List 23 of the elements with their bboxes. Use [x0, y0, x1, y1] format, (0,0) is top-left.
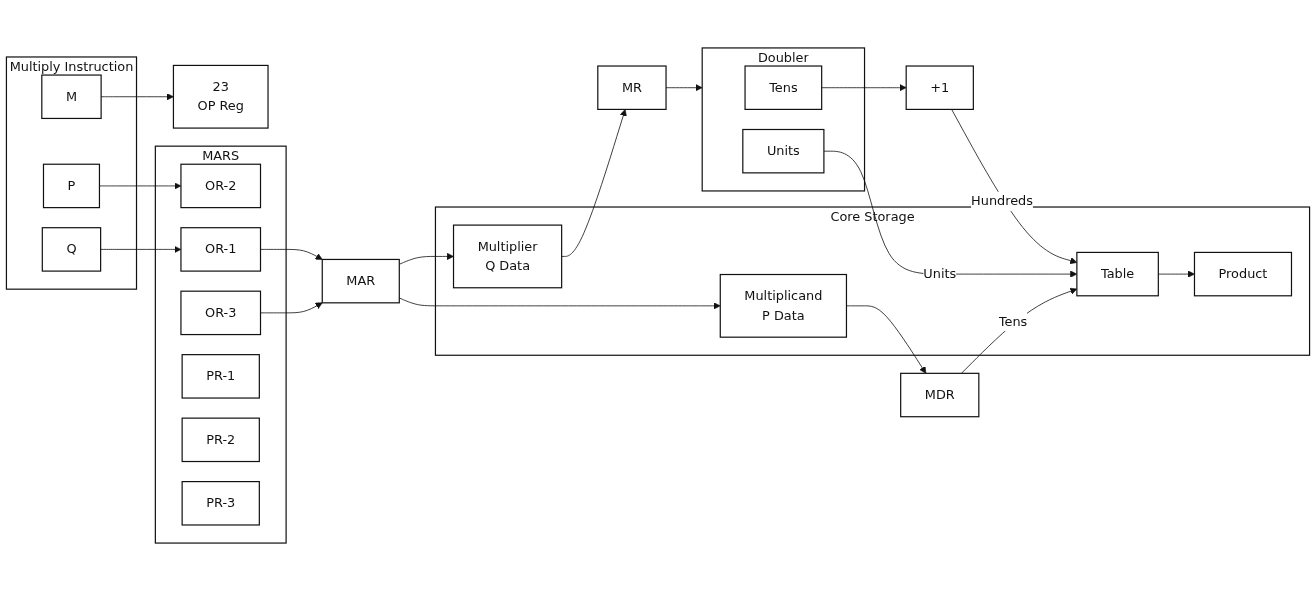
- node-box: Table: [1076, 251, 1159, 297]
- node-box: MR: [597, 65, 667, 110]
- edge-label: Units: [923, 266, 957, 282]
- node-box: Q: [41, 227, 102, 272]
- node-box: +1: [905, 65, 974, 110]
- node-box: PR-3: [181, 481, 260, 526]
- node-box: Units: [742, 128, 825, 174]
- node-box: PR-2: [181, 417, 260, 463]
- node-box: P: [42, 163, 101, 209]
- node-box: OR-1: [180, 227, 262, 272]
- node-box: MAR: [321, 258, 400, 304]
- node-box: Product: [1193, 251, 1293, 297]
- node-box: Tens: [744, 65, 823, 110]
- node-box: 23 OP Reg: [172, 64, 269, 129]
- node-box: OR-2: [180, 163, 262, 209]
- node-box: MDR: [900, 372, 980, 418]
- node-box: M: [41, 74, 102, 120]
- node-box: OR-3: [180, 290, 262, 336]
- node-box: Multiplier Q Data: [452, 224, 563, 289]
- edge-label: Hundreds: [971, 193, 1033, 209]
- node-box: Multiplicand P Data: [719, 273, 848, 338]
- node-box: PR-1: [181, 354, 260, 399]
- edge-label: Tens: [998, 313, 1028, 329]
